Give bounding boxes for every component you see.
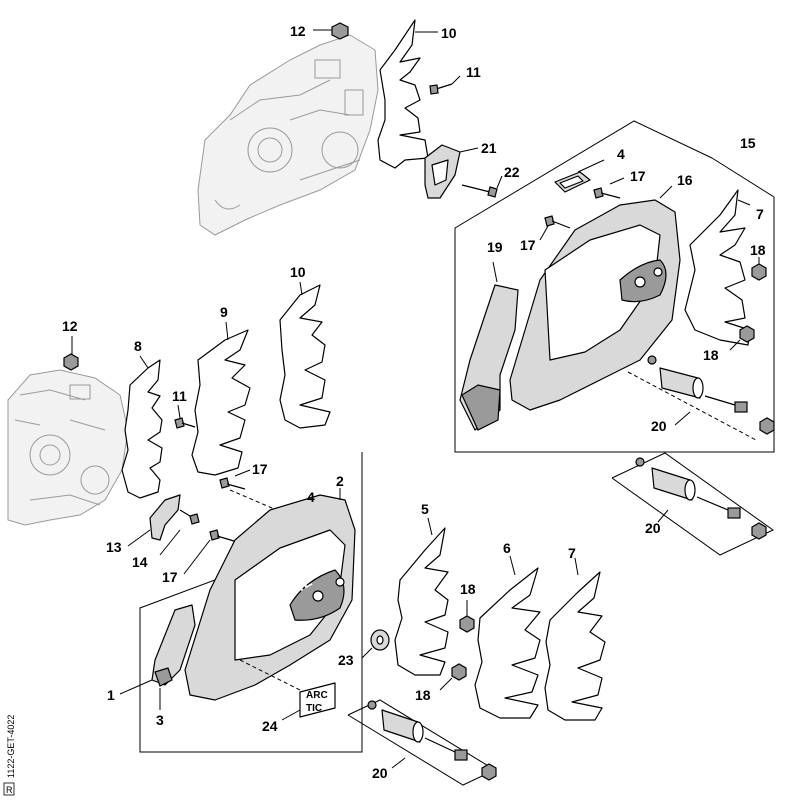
spike-plate-10-top [377,19,438,169]
callout-17-lower-top: 17 [252,461,268,477]
document-badge-text: R [6,785,13,795]
callout-12-left: 12 [62,318,78,334]
spike-plate-9 [191,321,251,476]
kit-frame-lower [139,452,363,753]
document-ref-text: 1122-GET-4022 [6,715,16,778]
callout-13: 13 [106,539,122,555]
screw-14 [159,509,200,556]
sprocket-cover-16: STIHL [509,185,681,411]
callout-7-upper: 7 [756,206,764,222]
nut-18-lower-bottom [439,663,467,691]
tensioner-20-lower [367,700,497,781]
washer-23 [361,629,390,659]
callout-6: 6 [503,540,511,556]
callout-21: 21 [481,140,497,156]
spike-plate-7-lower [544,557,606,721]
bracket-4-upper [554,159,605,193]
callout-14: 14 [132,554,148,570]
callout-9: 9 [220,304,228,320]
callout-18-upper-bottom: 18 [703,347,719,363]
callout-5: 5 [421,501,429,517]
nut-18-lower-top [459,600,475,633]
callouts: 12 10 11 21 22 4 15 17 16 17 19 7 18 18 … [62,23,766,781]
callout-10-top: 10 [441,25,457,41]
callout-18-upper-top: 18 [750,242,766,258]
callout-15: 15 [740,135,756,151]
kit-frame-upper [454,120,775,453]
callout-8: 8 [134,338,142,354]
tensioner-20-upper [627,355,775,441]
callout-18-lower-bottom: 18 [415,687,431,703]
callout-7-lower: 7 [568,545,576,561]
callout-12-top: 12 [290,23,306,39]
callout-16: 16 [677,172,693,188]
deflector-3 [151,604,196,710]
engine-housing-top-ghost [197,34,379,236]
spike-plate-6 [474,555,541,719]
callout-17-upper-right: 17 [630,168,646,184]
document-reference: 1122-GET-4022 [6,715,16,778]
spike-plate-8 [121,355,163,499]
block-21 [424,144,479,199]
screw-11-left [174,404,196,429]
spike-plate-7-upper [684,189,751,346]
nut-18-upper-bottom [729,325,755,351]
sprocket-cover-2: STIHL [184,488,356,701]
callout-10-left: 10 [290,264,306,280]
callout-22: 22 [504,164,520,180]
screw-17-lower-top [219,469,251,490]
callout-11-left: 11 [172,388,187,404]
bracket-13 [127,494,181,547]
callout-19: 19 [487,239,503,255]
spike-plate-10-left [279,281,331,429]
callout-20-lower: 20 [372,765,388,781]
engine-housing-left-ghost [7,369,129,526]
arctic-label-line2: TIC [306,703,322,714]
callout-20-standalone: 20 [645,520,661,536]
screw-17-upper-right [593,177,625,199]
spike-plate-5 [394,517,449,676]
screw-17-lower-bottom [183,529,235,575]
screw-22 [461,175,503,198]
nut-18-upper-top [751,257,767,281]
callout-24: 24 [262,718,278,734]
tensioner-20-standalone [635,457,767,540]
kit-frame-20-lower [347,699,497,786]
callout-1: 1 [107,687,115,703]
callout-18-lower-top: 18 [460,581,476,597]
arctic-label-24: ARC TIC [239,659,336,721]
callout-17-lower-bottom: 17 [162,569,178,585]
document-badge: R [3,782,15,796]
callout-17-upper-left: 17 [520,237,536,253]
nut-12-top [313,22,349,40]
callout-3: 3 [156,712,164,728]
screw-17-upper-left [539,215,571,241]
callout-20-upper: 20 [651,418,667,434]
callout-4-lower: 4 [307,489,315,505]
callout-4-upper: 4 [617,146,625,162]
nut-12-left [63,336,79,371]
callout-23: 23 [338,652,354,668]
screw-11-top [429,75,461,95]
kit-frame-20-standalone [611,452,774,556]
callout-11-top: 11 [466,64,481,80]
callout-2: 2 [336,473,344,489]
deflector-19 [459,261,519,431]
arctic-label-line1: ARC [306,690,328,701]
